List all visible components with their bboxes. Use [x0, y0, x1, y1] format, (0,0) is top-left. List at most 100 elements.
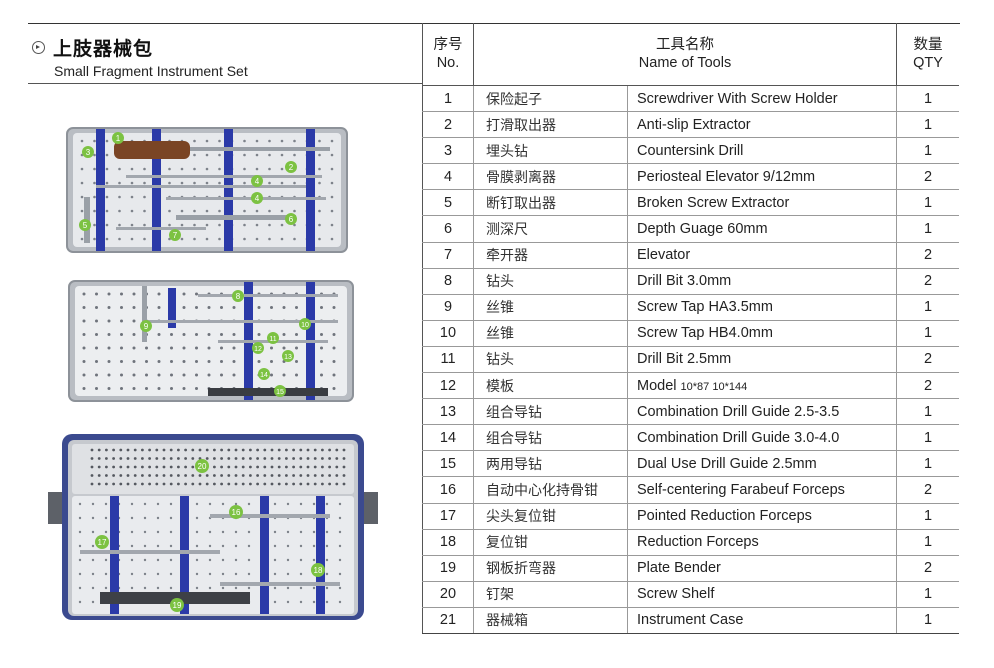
row-number: 14: [422, 424, 474, 452]
tool-name-en: Screw Shelf: [627, 581, 897, 608]
row-number: 17: [422, 503, 474, 530]
tool-name-en-text: Reduction Forceps: [637, 534, 759, 551]
tool-name-en-text: Combination Drill Guide 2.5-3.5: [637, 403, 840, 420]
row-number: 18: [422, 529, 474, 556]
title-underline: [28, 83, 422, 84]
tool-name-en-text: Elevator: [637, 247, 691, 264]
tool-name-cn: 钻头: [473, 346, 628, 374]
tool-name-en-text: Depth Guage 60mm: [637, 221, 768, 238]
svg-text:9: 9: [144, 322, 149, 331]
quantity: 1: [896, 503, 959, 530]
quantity: 2: [896, 242, 959, 269]
tool-name-en: Instrument Case: [627, 607, 897, 634]
tray3-labels: 16 17 18 19 20: [95, 459, 325, 612]
tool-name-cn: 组合导钻: [473, 424, 628, 452]
tool-name-cn: 两用导钻: [473, 450, 628, 478]
row-number: 11: [422, 346, 474, 374]
svg-text:14: 14: [260, 372, 268, 379]
tool-name-en-text: Countersink Drill: [637, 142, 744, 159]
tool-name-en: Countersink Drill: [627, 137, 897, 165]
tool-name-cn: 骨膜剥离器: [473, 163, 628, 191]
title-english: Small Fragment Instrument Set: [54, 63, 248, 79]
quantity: 1: [896, 137, 959, 165]
row-number: 3: [422, 137, 474, 165]
tool-name-cn: 埋头钻: [473, 137, 628, 165]
tool-name-en: Screwdriver With Screw Holder: [627, 85, 897, 113]
tool-name-cn: 测深尺: [473, 215, 628, 243]
tool-name-en-text: Combination Drill Guide 3.0-4.0: [637, 429, 840, 446]
quantity: 2: [896, 555, 959, 582]
quantity: 1: [896, 189, 959, 217]
row-number: 13: [422, 398, 474, 426]
quantity: 1: [896, 398, 959, 426]
svg-text:12: 12: [254, 346, 262, 353]
svg-text:3: 3: [86, 148, 91, 157]
tool-name-en-text: Instrument Case: [637, 612, 744, 629]
quantity: 2: [896, 268, 959, 295]
tool-name-cn: 复位钳: [473, 529, 628, 556]
row-number: 15: [422, 450, 474, 478]
tool-name-en-text: Pointed Reduction Forceps: [637, 508, 812, 525]
svg-text:4: 4: [255, 177, 260, 186]
tool-name-cn: 尖头复位钳: [473, 503, 628, 530]
svg-text:4: 4: [255, 194, 260, 203]
tool-name-cn: 器械箱: [473, 607, 628, 634]
tray2-labels: 8 9 10 11 12 13 14 15: [140, 290, 311, 397]
tool-name-en: Screw Tap HB4.0mm: [627, 320, 897, 347]
tool-name-cn: 保险起子: [473, 85, 628, 113]
tool-name-en: Drill Bit 3.0mm: [627, 268, 897, 295]
svg-text:10: 10: [301, 322, 309, 329]
quantity: 2: [896, 476, 959, 504]
tool-name-cn: 钻头: [473, 268, 628, 295]
tool-name-en: Combination Drill Guide 2.5-3.5: [627, 398, 897, 426]
tool-name-en-text: Self-centering Farabeuf Forceps: [637, 481, 845, 498]
tool-name-en: Plate Bender: [627, 555, 897, 582]
tool-name-en: Elevator: [627, 242, 897, 269]
tool-name-en-text: Model: [637, 377, 677, 394]
row-number: 4: [422, 163, 474, 191]
row-number: 16: [422, 476, 474, 504]
svg-text:17: 17: [98, 538, 107, 547]
tool-name-cn: 钉架: [473, 581, 628, 608]
tool-name-en: Drill Bit 2.5mm: [627, 346, 897, 374]
tray-photo-2: 8 9 10 11 12 13 14 15: [68, 280, 354, 402]
tool-name-en-text: Screw Tap HB4.0mm: [637, 325, 773, 342]
row-number: 9: [422, 294, 474, 321]
row-number: 2: [422, 111, 474, 139]
row-number: 19: [422, 555, 474, 582]
svg-text:19: 19: [173, 601, 182, 610]
svg-text:5: 5: [83, 221, 88, 230]
tool-name-cn: 钢板折弯器: [473, 555, 628, 582]
svg-text:7: 7: [173, 231, 178, 240]
tool-name-en: Dual Use Drill Guide 2.5mm: [627, 450, 897, 478]
svg-text:1: 1: [116, 134, 121, 143]
svg-text:15: 15: [276, 389, 284, 396]
tool-name-cn: 打滑取出器: [473, 111, 628, 139]
tool-name-en-text: Broken Screw Extractor: [637, 194, 790, 211]
svg-text:11: 11: [269, 336, 276, 343]
tray-photo-3: 16 17 18 19 20: [48, 434, 378, 620]
tool-name-en-text: Anti-slip Extractor: [637, 116, 751, 133]
quantity: 1: [896, 581, 959, 608]
row-number: 7: [422, 242, 474, 269]
tool-name-cn: 丝锥: [473, 294, 628, 321]
tool-name-en-text: Drill Bit 3.0mm: [637, 273, 732, 290]
svg-text:8: 8: [236, 292, 241, 301]
tool-name-en: Broken Screw Extractor: [627, 189, 897, 217]
row-number: 5: [422, 189, 474, 217]
row-number: 21: [422, 607, 474, 634]
row-number: 8: [422, 268, 474, 295]
